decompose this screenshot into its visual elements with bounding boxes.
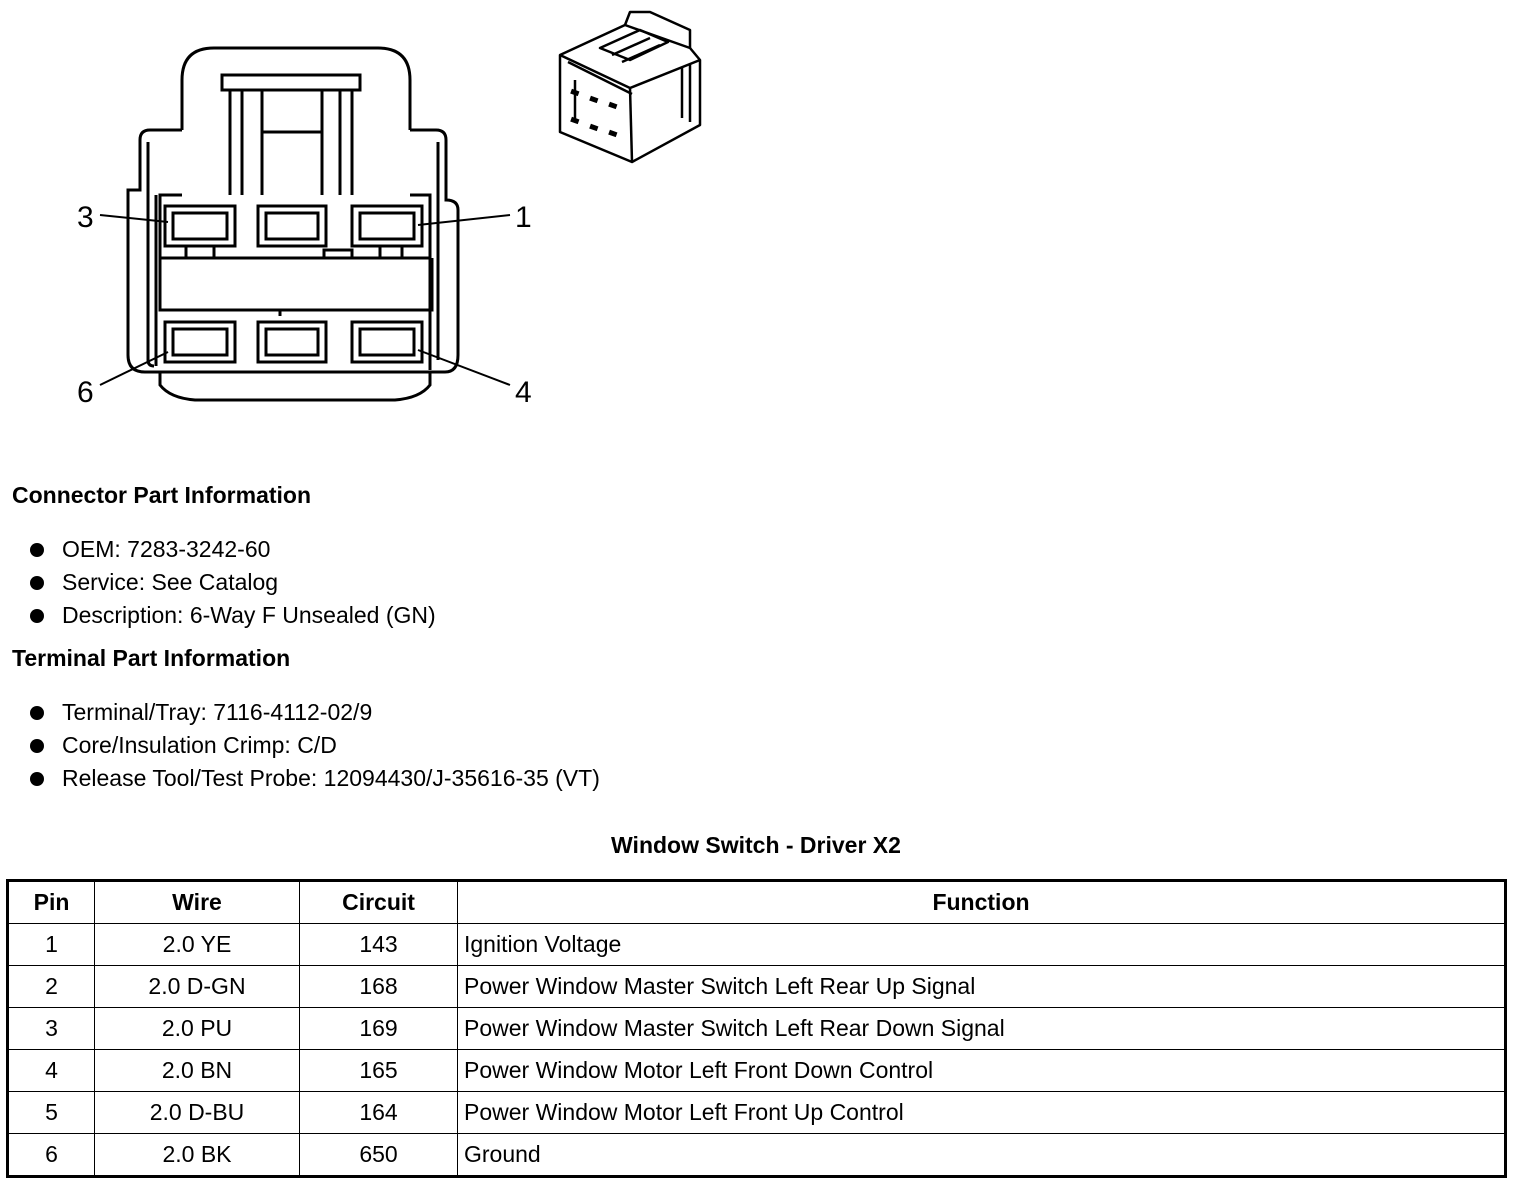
wire-cell: 2.0 PU [94, 1007, 300, 1050]
column-header-circuit: Circuit [299, 880, 458, 924]
terminal-part-info-heading: Terminal Part Information [12, 645, 291, 671]
list-item: Service: See Catalog [28, 566, 436, 599]
pin-cell: 4 [7, 1049, 95, 1092]
table-row: 1 2.0 YE 143 Ignition Voltage [7, 923, 1506, 966]
wire-cell: 2.0 YE [94, 923, 300, 966]
wire-cell: 2.0 D-GN [94, 965, 300, 1008]
pinout-table: Pin Wire Circuit Function 1 2.0 YE 143 I… [6, 879, 1507, 1178]
pin-cell: 3 [7, 1007, 95, 1050]
table-row: 3 2.0 PU 169 Power Window Master Switch … [7, 1007, 1506, 1050]
pin-cell: 6 [7, 1133, 95, 1177]
circuit-cell: 169 [299, 1007, 458, 1050]
wire-cell: 2.0 BN [94, 1049, 300, 1092]
table-row: 6 2.0 BK 650 Ground [7, 1133, 1506, 1177]
circuit-cell: 165 [299, 1049, 458, 1092]
circuit-cell: 650 [299, 1133, 458, 1177]
table-row: 5 2.0 D-BU 164 Power Window Motor Left F… [7, 1091, 1506, 1134]
connector-isometric-illustration [558, 10, 702, 164]
list-item: Release Tool/Test Probe: 12094430/J-3561… [28, 762, 600, 795]
column-header-pin: Pin [7, 880, 95, 924]
list-item: Core/Insulation Crimp: C/D [28, 729, 600, 762]
pin-label-4: 4 [515, 376, 532, 409]
list-item: OEM: 7283-3242-60 [28, 533, 436, 566]
function-cell: Power Window Master Switch Left Rear Up … [457, 965, 1506, 1008]
circuit-cell: 164 [299, 1091, 458, 1134]
connector-face-diagram: 3 1 6 4 [77, 46, 532, 409]
column-header-function: Function [457, 880, 1506, 924]
table-row: 2 2.0 D-GN 168 Power Window Master Switc… [7, 965, 1506, 1008]
list-item: Description: 6-Way F Unsealed (GN) [28, 599, 436, 632]
function-cell: Power Window Master Switch Left Rear Dow… [457, 1007, 1506, 1050]
wire-cell: 2.0 D-BU [94, 1091, 300, 1134]
table-title: Window Switch - Driver X2 [611, 832, 901, 858]
pin-label-3: 3 [77, 201, 94, 234]
circuit-cell: 168 [299, 965, 458, 1008]
table-row: 4 2.0 BN 165 Power Window Motor Left Fro… [7, 1049, 1506, 1092]
pin-label-1: 1 [515, 201, 532, 234]
wire-cell: 2.0 BK [94, 1133, 300, 1177]
function-cell: Power Window Motor Left Front Up Control [457, 1091, 1506, 1134]
connector-part-info-list: OEM: 7283-3242-60 Service: See Catalog D… [28, 533, 436, 632]
circuit-cell: 143 [299, 923, 458, 966]
function-cell: Ignition Voltage [457, 923, 1506, 966]
pin-label-6: 6 [77, 376, 94, 409]
pin-cell: 1 [7, 923, 95, 966]
function-cell: Ground [457, 1133, 1506, 1177]
function-cell: Power Window Motor Left Front Down Contr… [457, 1049, 1506, 1092]
terminal-part-info-list: Terminal/Tray: 7116-4112-02/9 Core/Insul… [28, 696, 600, 795]
connector-part-info-heading: Connector Part Information [12, 482, 312, 508]
table-header-row: Pin Wire Circuit Function [7, 880, 1506, 924]
pin-cell: 2 [7, 965, 95, 1008]
pin-cell: 5 [7, 1091, 95, 1134]
column-header-wire: Wire [94, 880, 300, 924]
list-item: Terminal/Tray: 7116-4112-02/9 [28, 696, 600, 729]
